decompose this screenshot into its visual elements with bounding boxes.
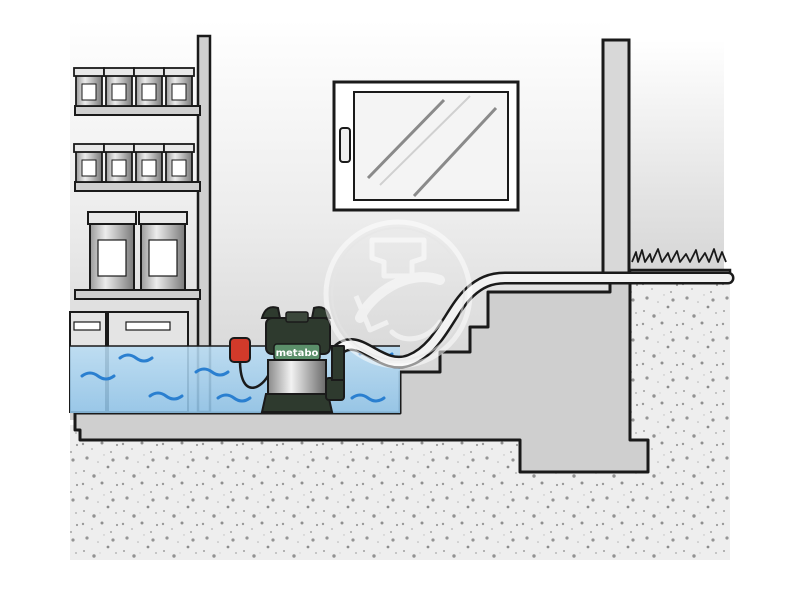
water-wave (148, 391, 184, 401)
exterior-wall-column (601, 38, 631, 282)
jar (133, 67, 165, 107)
jar (103, 67, 135, 107)
discharge-hose (331, 271, 735, 369)
jar (73, 67, 105, 107)
jar (163, 67, 195, 107)
jar (103, 143, 135, 183)
large-jar (87, 211, 137, 291)
submersible-pump-icon: metabo (260, 306, 345, 413)
water-wave (194, 367, 230, 377)
shelf-2 (74, 181, 201, 192)
large-jar (138, 211, 188, 291)
jar (163, 143, 195, 183)
pump-outlet (325, 377, 345, 401)
wrench-gear-watermark-icon (323, 219, 473, 369)
water-wave (80, 371, 116, 381)
float-switch-icon (229, 337, 251, 363)
jar (133, 143, 165, 183)
grass-icon (631, 248, 727, 263)
jar-row-large (87, 211, 188, 291)
ground-soil (70, 282, 730, 560)
pump-brand-label: metabo (276, 348, 319, 359)
window-handle-icon (339, 127, 351, 163)
water-wave (216, 393, 252, 403)
jar-row-middle (73, 143, 195, 183)
water-wave (118, 353, 154, 363)
jar (73, 143, 105, 183)
window (332, 80, 520, 212)
water-wave (350, 393, 386, 403)
shelf-3 (74, 289, 201, 300)
shelf-1 (74, 105, 201, 116)
outdoor-background (628, 40, 724, 270)
jar-row-top (73, 67, 195, 107)
